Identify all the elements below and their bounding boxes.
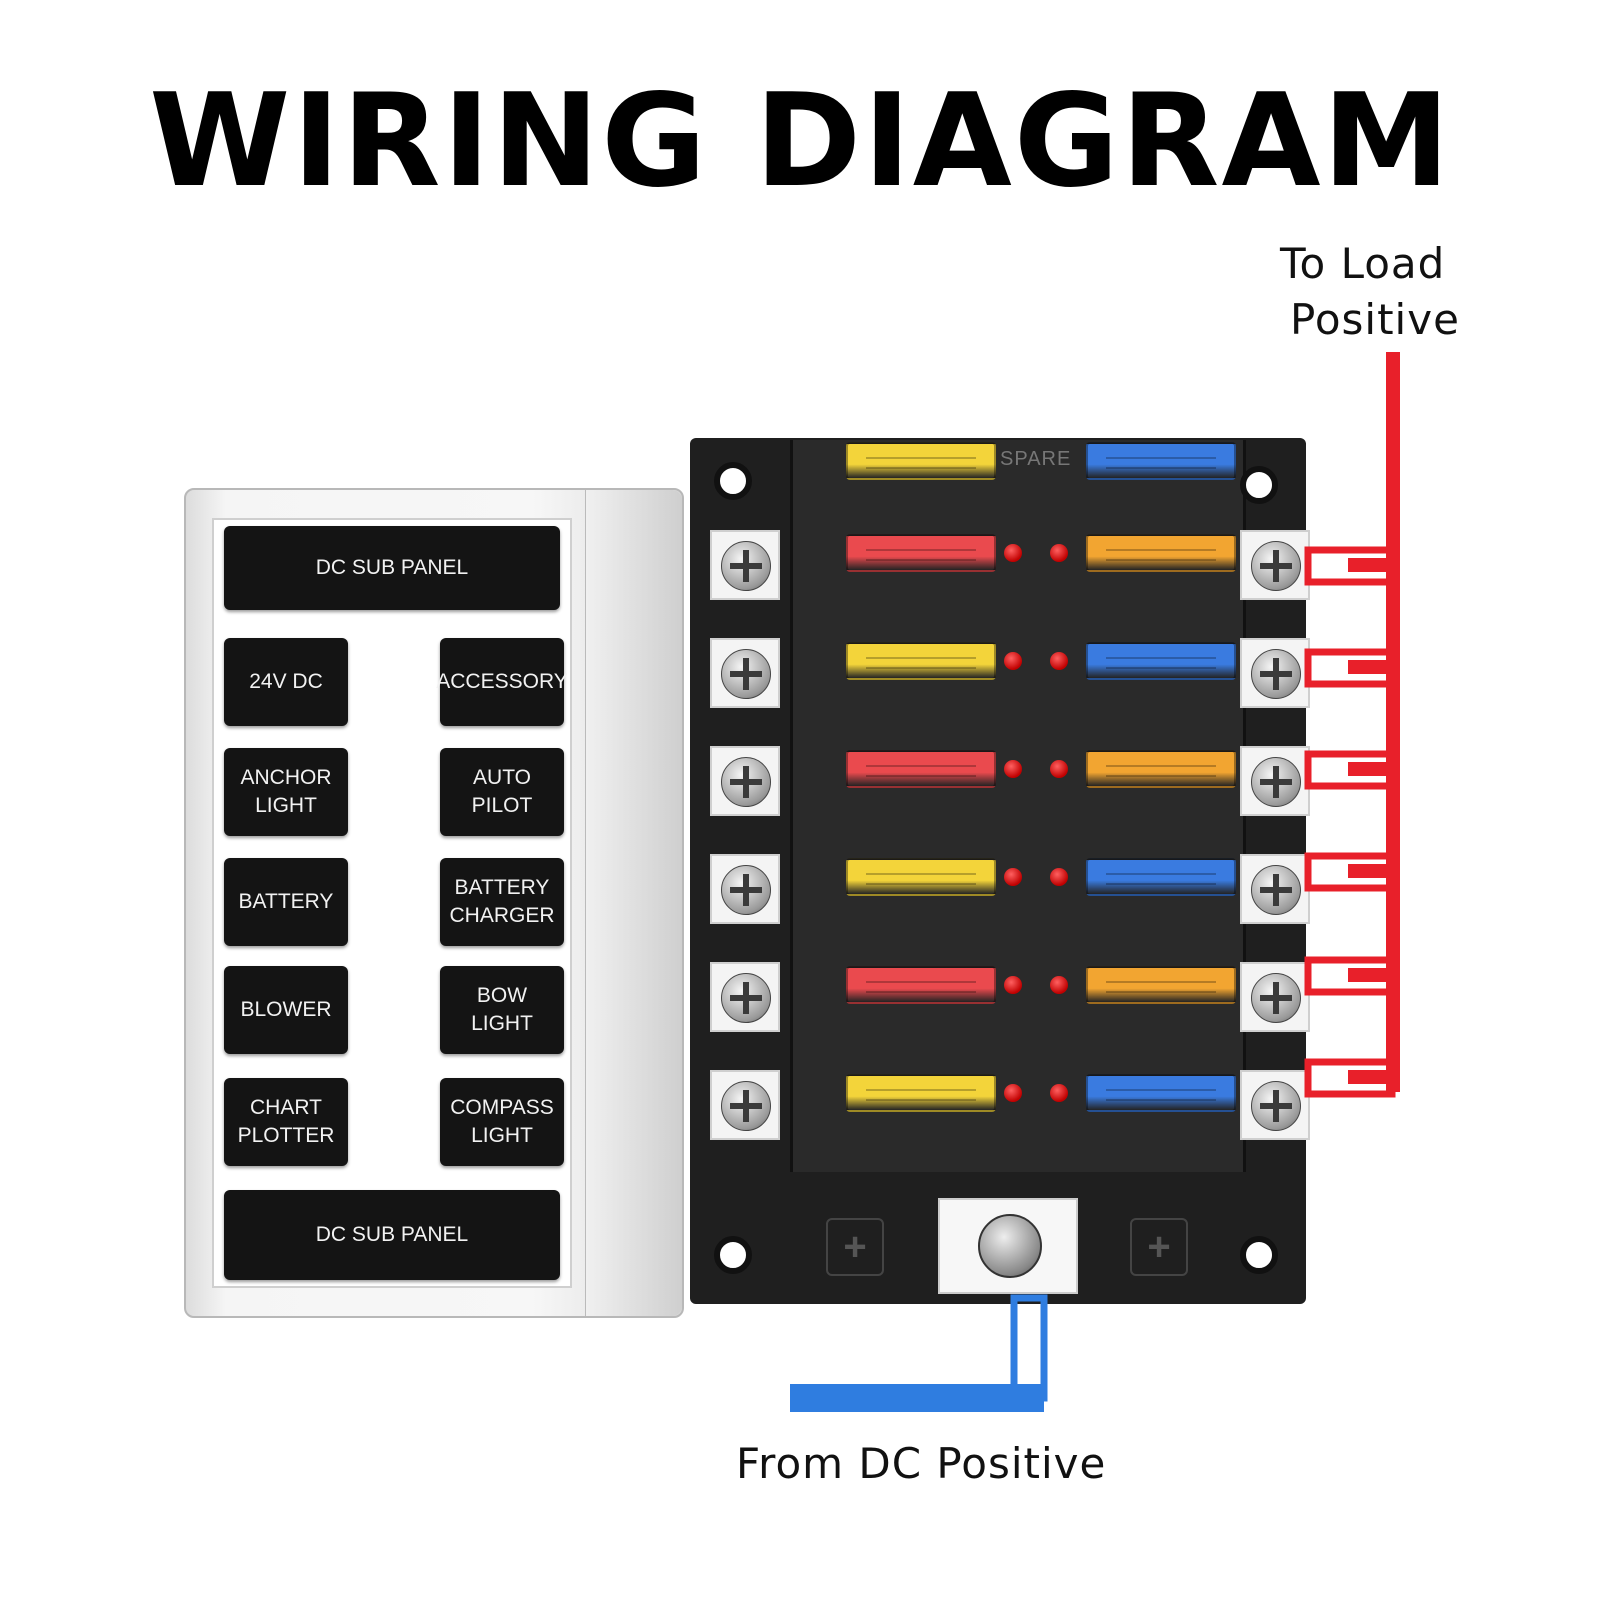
fuse-left-red <box>846 534 996 572</box>
dc-sub-panel-header: DC SUB PANEL <box>224 526 560 610</box>
dc-wire-vertical <box>1010 1294 1048 1402</box>
left-tag-1: 24V DC <box>224 638 348 726</box>
fuse-right-orange <box>1086 966 1236 1004</box>
mounting-hole <box>714 462 752 500</box>
load-output-terminal <box>1240 962 1310 1032</box>
screw-icon <box>721 649 771 699</box>
common-ground-terminal <box>710 1070 780 1140</box>
indicator-led <box>1050 760 1068 778</box>
fuse-left-yellow <box>846 442 996 480</box>
indicator-led <box>1050 1084 1068 1102</box>
common-ground-terminal <box>710 854 780 924</box>
screw-icon <box>721 865 771 915</box>
fuse-right-orange <box>1086 534 1236 572</box>
screw-icon <box>721 541 771 591</box>
load-output-terminal <box>1240 530 1310 600</box>
dc-positive-wire <box>790 1294 1048 1412</box>
to-load-label-line1: To Load <box>1280 239 1446 288</box>
indicator-led <box>1004 544 1022 562</box>
load-wire-branch <box>1304 750 1396 790</box>
left-tag-3: BATTERY <box>224 858 348 946</box>
indicator-led <box>1004 868 1022 886</box>
screw-icon <box>1251 757 1301 807</box>
load-wire-branch <box>1304 546 1396 586</box>
load-wire-connector <box>1348 864 1392 878</box>
spare-label: SPARE <box>1000 448 1072 470</box>
load-wire-connector <box>1348 968 1392 982</box>
indicator-led <box>1004 760 1022 778</box>
indicator-led <box>1050 976 1068 994</box>
indicator-led <box>1050 652 1068 670</box>
load-wire-connector <box>1348 558 1392 572</box>
right-tag-2: AUTO PILOT <box>440 748 564 836</box>
power-input-stud <box>978 1214 1042 1278</box>
fuse-right-blue <box>1086 1074 1236 1112</box>
right-tag-4: BOW LIGHT <box>440 966 564 1054</box>
screw-icon <box>721 757 771 807</box>
fuse-left-yellow <box>846 642 996 680</box>
load-output-terminal <box>1240 746 1310 816</box>
screw-icon <box>721 1081 771 1131</box>
load-wires <box>1304 352 1400 1098</box>
cover-edge <box>585 490 682 1316</box>
power-stud-plate <box>938 1198 1078 1294</box>
indicator-led <box>1050 544 1068 562</box>
to-load-positive-label: To Load Positive <box>1280 236 1460 348</box>
dc-wire-horizontal <box>790 1384 1044 1412</box>
to-load-label-line2: Positive <box>1290 295 1460 344</box>
load-wire-connector <box>1348 1070 1392 1084</box>
fuse-left-red <box>846 966 996 1004</box>
screw-icon <box>1251 649 1301 699</box>
load-wire-connector <box>1348 762 1392 776</box>
from-dc-positive-label: From DC Positive <box>736 1439 1107 1488</box>
right-tag-5: COMPASS LIGHT <box>440 1078 564 1166</box>
plus-mark-left: + <box>826 1218 884 1276</box>
screw-icon <box>1251 865 1301 915</box>
fuse-right-blue <box>1086 858 1236 896</box>
diagram-title: WIRING DIAGRAM <box>149 67 1452 216</box>
load-wire-branch <box>1304 852 1396 892</box>
mounting-hole <box>1240 1236 1278 1274</box>
fuse-right-blue <box>1086 442 1236 480</box>
screw-icon <box>1251 541 1301 591</box>
indicator-led <box>1004 1084 1022 1102</box>
left-tag-4: BLOWER <box>224 966 348 1054</box>
right-tag-1: ACCESSORY <box>436 638 568 726</box>
right-tag-3: BATTERY CHARGER <box>440 858 564 946</box>
load-output-terminal <box>1240 638 1310 708</box>
left-tag-2: ANCHOR LIGHT <box>224 748 348 836</box>
screw-icon <box>1251 973 1301 1023</box>
screw-icon <box>721 973 771 1023</box>
indicator-led <box>1004 976 1022 994</box>
load-output-terminal <box>1240 1070 1310 1140</box>
fuse-right-orange <box>1086 750 1236 788</box>
screw-icon <box>1251 1081 1301 1131</box>
load-wire-branch <box>1304 956 1396 996</box>
fuse-left-yellow <box>846 858 996 896</box>
common-ground-terminal <box>710 962 780 1032</box>
fuse-left-yellow <box>846 1074 996 1112</box>
load-wire-branch <box>1304 648 1396 688</box>
load-wire-branch <box>1304 1058 1396 1098</box>
fuse-left-red <box>846 750 996 788</box>
common-ground-terminal <box>710 746 780 816</box>
indicator-led <box>1004 652 1022 670</box>
load-wire-connector <box>1348 660 1392 674</box>
mounting-hole <box>1240 466 1278 504</box>
load-wire-trunk <box>1386 352 1400 1092</box>
indicator-led <box>1050 868 1068 886</box>
left-tag-5: CHART PLOTTER <box>224 1078 348 1166</box>
common-ground-terminal <box>710 638 780 708</box>
plus-mark-right: + <box>1130 1218 1188 1276</box>
dc-sub-panel-footer: DC SUB PANEL <box>224 1190 560 1280</box>
common-ground-terminal <box>710 530 780 600</box>
mounting-hole <box>714 1236 752 1274</box>
load-output-terminal <box>1240 854 1310 924</box>
fuse-right-blue <box>1086 642 1236 680</box>
